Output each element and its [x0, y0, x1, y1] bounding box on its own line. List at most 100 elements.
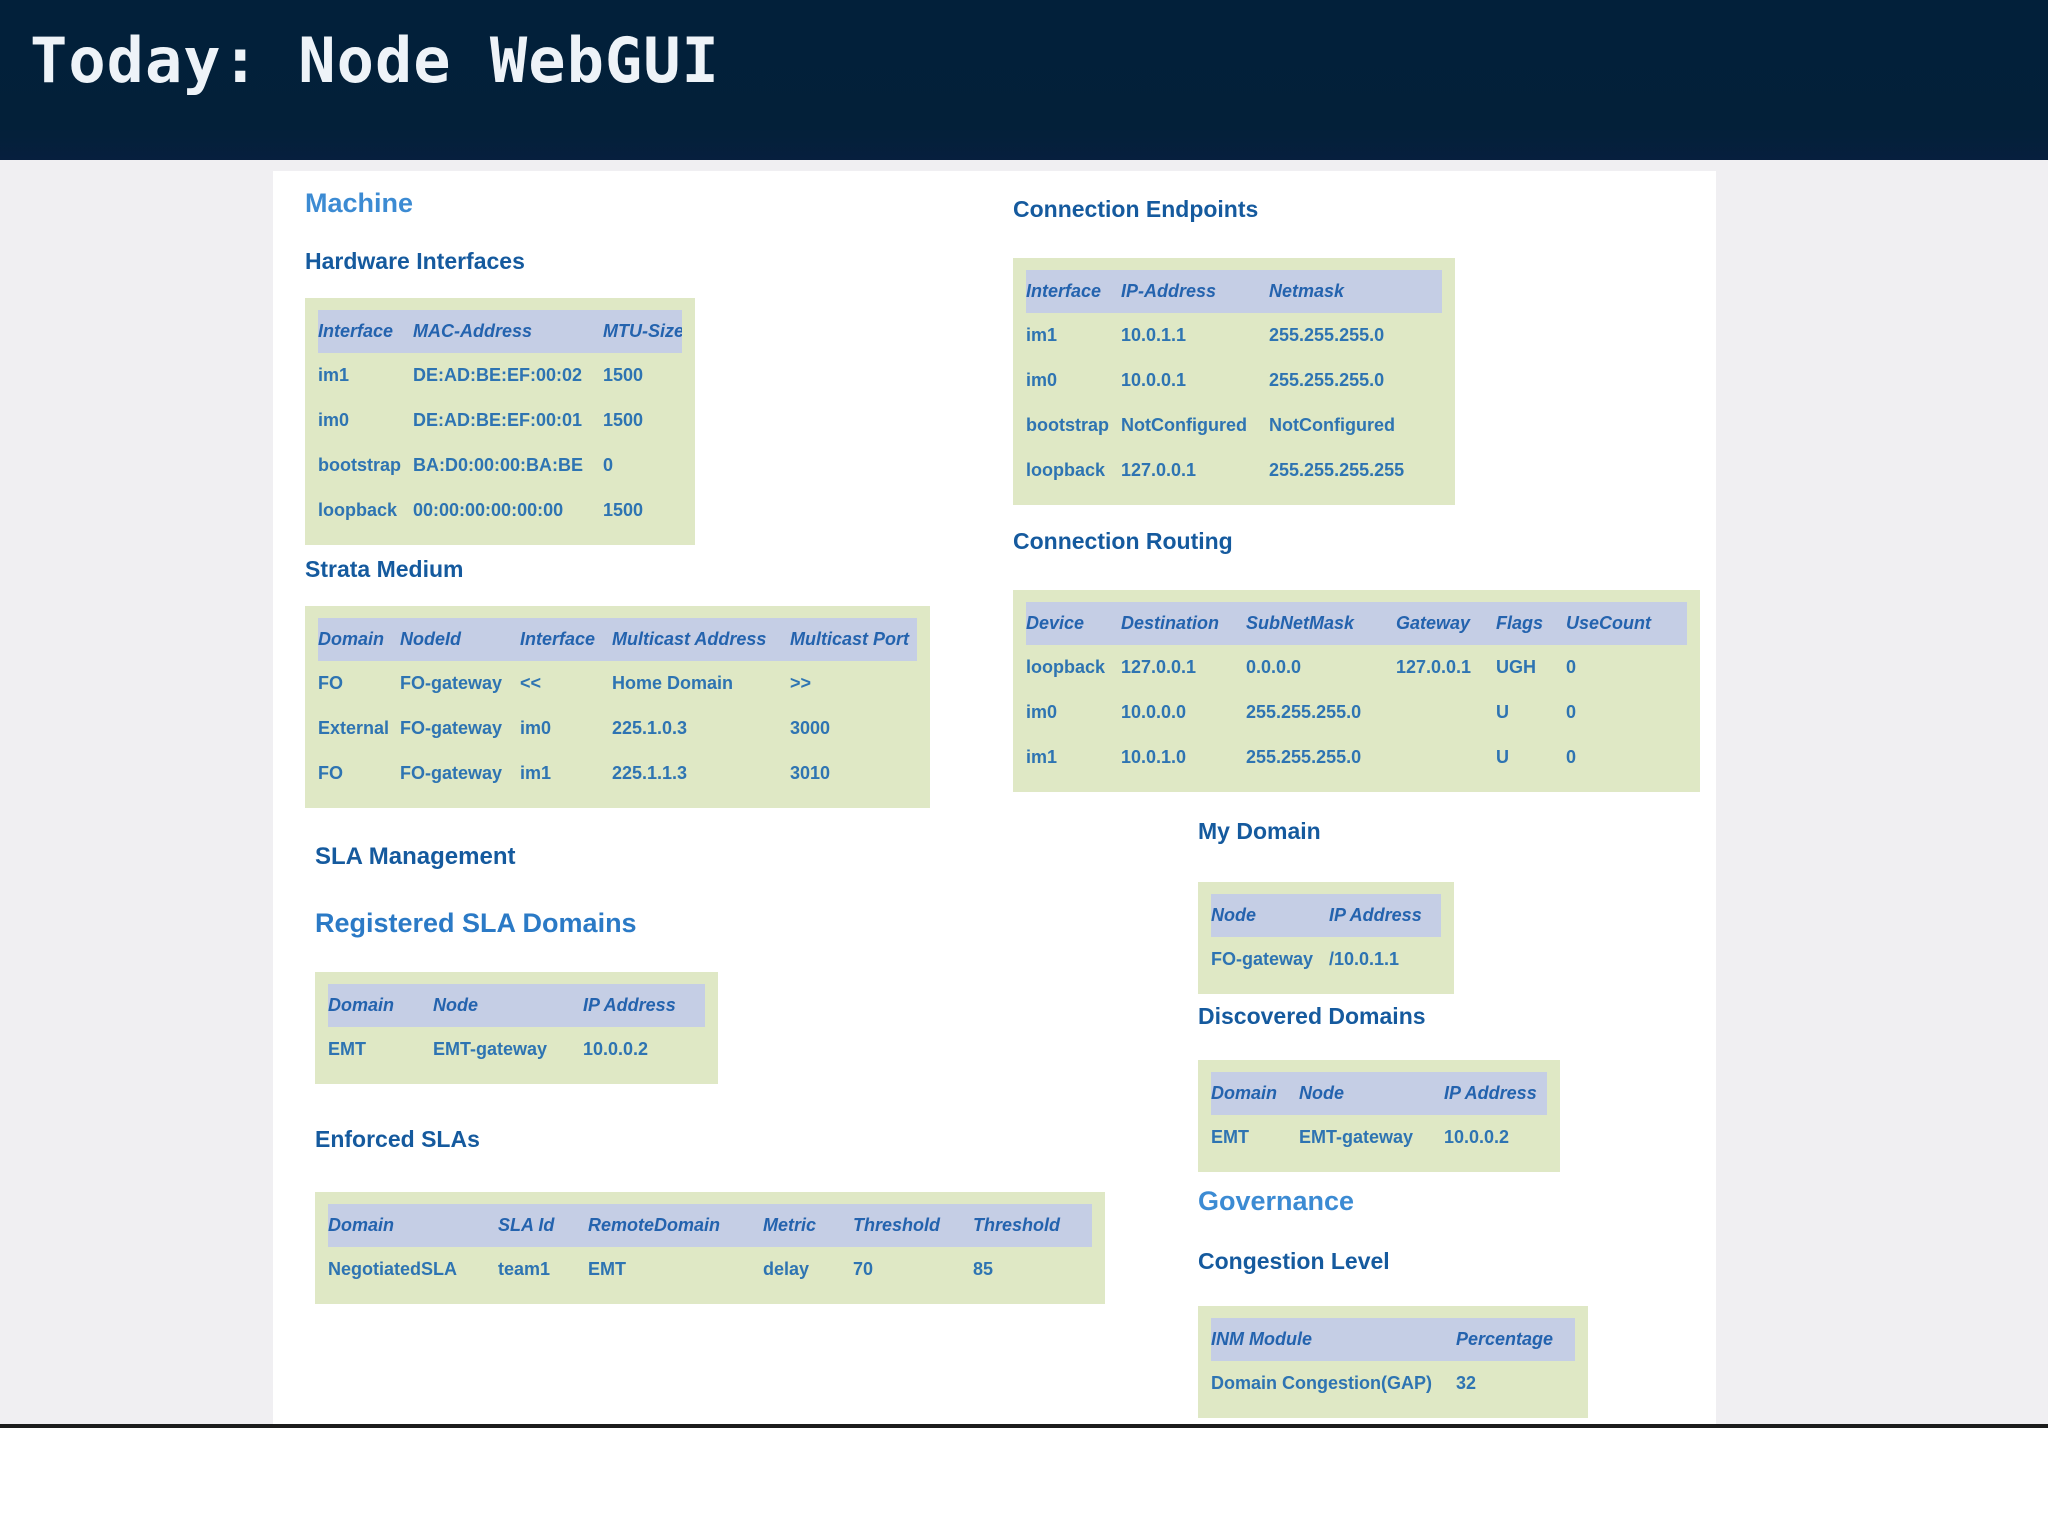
table-cell: 255.255.255.0: [1246, 747, 1362, 767]
column-header: Threshold: [853, 1215, 941, 1235]
table-cell: NotConfigured: [1121, 415, 1247, 435]
column-header: INM Module: [1211, 1329, 1312, 1349]
column-header: RemoteDomain: [588, 1215, 721, 1235]
table-cell: 255.255.255.0: [1269, 325, 1385, 345]
table-cell: 10.0.1.0: [1121, 747, 1187, 767]
column-header: IP Address: [1444, 1083, 1537, 1103]
table-cell: 10.0.0.2: [1444, 1127, 1510, 1147]
table-cell: 10.0.0.0: [1121, 702, 1187, 722]
connection-endpoints-heading: Connection Endpoints: [1013, 196, 1259, 222]
column-header: Gateway: [1396, 613, 1471, 633]
column-header: Threshold: [973, 1215, 1061, 1235]
column-header: Domain: [328, 1215, 395, 1235]
table-cell: U: [1496, 747, 1509, 767]
table-cell: im1: [520, 763, 552, 783]
table-cell: 127.0.0.1: [1396, 657, 1472, 677]
table-cell: Domain Congestion(GAP): [1211, 1373, 1432, 1393]
column-header: Metric: [763, 1215, 817, 1235]
enforced-slas-table: Domain SLA Id RemoteDomain Metric Threshold T…: [315, 1192, 1105, 1304]
table-cell: bootstrap: [318, 455, 401, 475]
table-cell: External: [318, 718, 390, 738]
column-header: SLA Id: [498, 1215, 555, 1235]
table-cell: >>: [790, 673, 812, 693]
column-header: IP Address: [583, 995, 676, 1015]
table-cell: [1396, 701, 1496, 725]
table-cell: im1: [1026, 747, 1058, 767]
table-cell: delay: [763, 1259, 810, 1279]
table-cell: 1500: [603, 410, 644, 430]
table-cell: 1500: [603, 500, 644, 520]
table-cell: 10.0.0.2: [583, 1039, 649, 1059]
table-header-row: Domain SLA Id RemoteDomain Metric Threshold T…: [328, 1204, 1092, 1247]
column-header: IP Address: [1329, 905, 1422, 925]
table-cell: /10.0.1.1: [1329, 949, 1400, 969]
column-header: Interface: [520, 629, 596, 649]
table-cell: im0: [1026, 370, 1058, 390]
column-header: Domain: [1211, 1083, 1278, 1103]
table-cell: 255.255.255.0: [1246, 702, 1362, 722]
table-row: Domain Congestion(GAP) 32: [1211, 1361, 1575, 1406]
table-cell: 127.0.0.1: [1121, 460, 1197, 480]
table-cell: NegotiatedSLA: [328, 1259, 458, 1279]
table-cell: EMT-gateway: [433, 1039, 548, 1059]
column-header: MAC-Address: [413, 321, 533, 341]
table-cell: EMT: [588, 1259, 626, 1279]
table-cell: 00:00:00:00:00:00: [413, 500, 564, 520]
column-header: Interface: [318, 321, 394, 341]
column-header: Percentage: [1456, 1329, 1554, 1349]
table-row: FO-gateway/10.0.1.1: [1211, 937, 1441, 982]
table-cell: <<: [520, 673, 542, 693]
table-cell: BA:D0:00:00:BA:BE: [413, 455, 584, 475]
column-header: IP-Address: [1121, 281, 1217, 301]
table-cell: 0: [1566, 702, 1577, 722]
column-header: SubNetMask: [1246, 613, 1355, 633]
column-header: MTU-Size: [603, 321, 682, 341]
column-header: Multicast Port: [790, 629, 910, 649]
table-cell: FO: [318, 763, 343, 783]
table-cell: EMT: [328, 1039, 366, 1059]
table-cell: team1: [498, 1259, 551, 1279]
table-cell: FO: [318, 673, 343, 693]
table-cell: 0.0.0.0: [1246, 657, 1302, 677]
hardware-interfaces-heading: Hardware Interfaces: [305, 248, 525, 274]
registered-sla-domains-heading: Registered SLA Domains: [315, 908, 637, 938]
table-cell: 32: [1456, 1373, 1477, 1393]
table-cell: 3010: [790, 763, 831, 783]
table-cell: U: [1496, 702, 1509, 722]
table-cell: 0: [1566, 747, 1577, 767]
table-cell: EMT: [1211, 1127, 1249, 1147]
strata-medium-heading: Strata Medium: [305, 556, 464, 582]
column-header: Node: [433, 995, 478, 1015]
table-cell: 225.1.0.3: [612, 718, 688, 738]
column-header: Interface: [1026, 281, 1102, 301]
table-cell: FO-gateway: [400, 718, 503, 738]
table-cell: 225.1.1.3: [612, 763, 688, 783]
table-cell: 255.255.255.0: [1269, 370, 1385, 390]
table-cell: 3000: [790, 718, 831, 738]
table-cell: loopback: [1026, 460, 1106, 480]
column-header: Flags: [1496, 613, 1544, 633]
column-header: Destination: [1121, 613, 1220, 633]
table-cell: 10.0.1.1: [1121, 325, 1187, 345]
table-header-row: INM Module Percentage: [1211, 1318, 1575, 1361]
bottom-rule: [0, 1424, 2048, 1428]
table-header-row: Interface MAC-Address MTU-Size: [318, 310, 682, 353]
